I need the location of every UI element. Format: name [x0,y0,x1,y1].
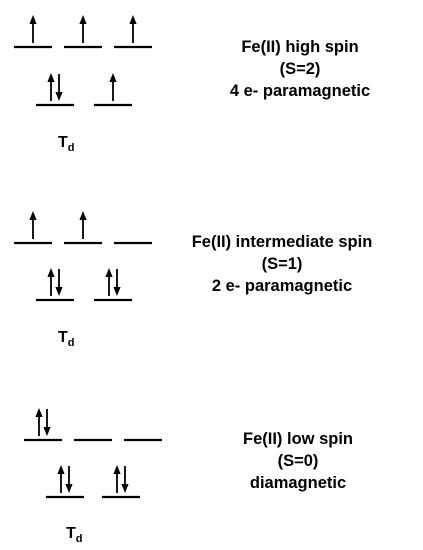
upper-orbital-level [14,15,52,49]
lower-orbital-level [36,268,74,302]
caption-line-spin: (S=0) [277,452,319,470]
caption-line-magnetism: diamagnetic [249,474,347,492]
splitting-panel-1: Td [14,211,152,349]
symmetry-label: Td [58,329,75,349]
caption-line-title: Fe(II) high spin [241,38,359,56]
spin-down-arrow [55,269,63,296]
spin-up-arrow [57,465,65,493]
caption-line-magnetism: 2 e- paramagnetic [211,277,353,295]
splitting-panel-0: Td [14,15,152,154]
spin-down-arrow [55,74,63,101]
spin-up-arrow [47,268,55,296]
spin-up-arrow [129,15,137,43]
upper-orbital-level [64,211,102,245]
caption-line-spin: (S=1) [261,255,303,273]
symmetry-label: Td [58,134,75,154]
spin-down-arrow [43,409,51,436]
spin-up-arrow [29,15,37,43]
symmetry-subscript: d [76,533,83,545]
lower-orbital-level [36,73,74,107]
spin-up-arrow [35,408,43,436]
symmetry-subscript: d [68,337,75,349]
caption-line-magnetism: 4 e- paramagnetic [229,82,371,100]
spin-up-arrow [47,73,55,101]
symmetry-subscript: d [68,142,75,154]
caption-intermediate-spin: Fe(II) intermediate spin (S=1) 2 e- para… [172,231,392,297]
spin-up-arrow [79,211,87,239]
symmetry-main: T [58,134,68,151]
spin-down-arrow [121,466,129,493]
lower-orbital-level [94,73,132,107]
upper-orbital-level [114,15,152,49]
symmetry-label: Td [66,525,83,545]
spin-down-arrow [65,466,73,493]
spin-up-arrow [29,211,37,239]
upper-orbital-level [64,15,102,49]
symmetry-main: T [58,329,68,346]
spin-up-arrow [79,15,87,43]
symmetry-main: T [66,525,76,542]
caption-low-spin: Fe(II) low spin (S=0) diamagnetic [188,428,408,494]
caption-line-spin: (S=2) [279,60,321,78]
upper-orbital-level [24,408,62,442]
caption-line-title: Fe(II) low spin [243,430,353,448]
lower-orbital-level [94,268,132,302]
lower-orbital-level [102,465,140,499]
caption-high-spin: Fe(II) high spin (S=2) 4 e- paramagnetic [190,36,410,102]
splitting-panel-2: Td [24,408,162,545]
spin-up-arrow [113,465,121,493]
spin-up-arrow [109,73,117,101]
caption-line-title: Fe(II) intermediate spin [191,233,373,251]
spin-down-arrow [113,269,121,296]
lower-orbital-level [46,465,84,499]
spin-up-arrow [105,268,113,296]
upper-orbital-level [14,211,52,245]
